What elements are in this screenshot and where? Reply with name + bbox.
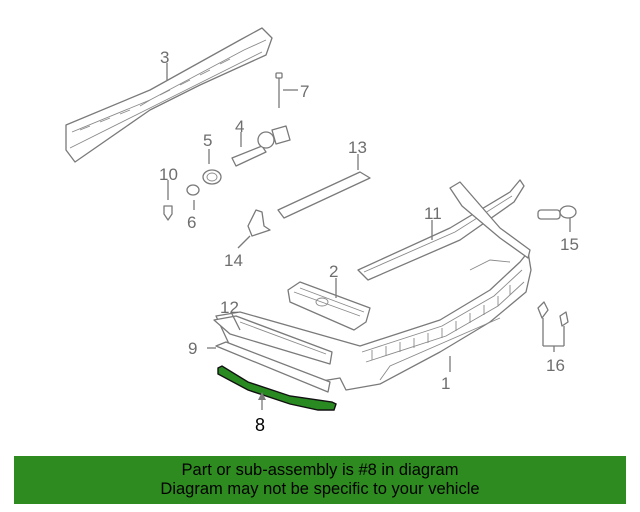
callout-15: 15 [560, 235, 579, 254]
callout-1: 1 [441, 374, 450, 393]
part-16-clips [537, 301, 569, 327]
part-5-ring [202, 169, 222, 185]
part-8-highlighted-strip [217, 365, 337, 411]
part-2-absorber [287, 281, 371, 331]
callout-4: 4 [235, 117, 244, 136]
callout-14: 14 [224, 251, 243, 270]
callout-3: 3 [160, 48, 169, 67]
banner-line-1: Part or sub-assembly is #8 in diagram [181, 461, 459, 479]
part-11-upper-cover [357, 179, 525, 281]
part-4-tow-eye [231, 125, 291, 167]
part-6-plug [186, 184, 200, 196]
part-3-step-pad [65, 27, 273, 163]
part-14-bracket [247, 209, 271, 237]
parts-diagram: 3 7 4 5 10 6 13 14 [65, 27, 579, 435]
part-10-clip [163, 205, 173, 221]
callout-7: 7 [300, 82, 309, 101]
part-9-lower-trim [215, 341, 331, 393]
banner-line-2: Diagram may not be specific to your vehi… [160, 480, 480, 498]
part-13-molding [277, 171, 371, 219]
part-12-molding [213, 315, 333, 365]
callout-9: 9 [188, 339, 197, 358]
callout-5: 5 [203, 131, 212, 150]
callout-6: 6 [187, 213, 196, 232]
callout-13: 13 [348, 138, 367, 157]
callout-2: 2 [329, 262, 338, 281]
info-banner: Part or sub-assembly is #8 in diagram Di… [14, 456, 626, 504]
part-7-bolt [275, 72, 283, 108]
callout-8: 8 [255, 415, 265, 435]
part-1-bumper-cover [215, 181, 532, 391]
callout-11: 11 [424, 204, 442, 223]
callout-12: 12 [220, 298, 239, 317]
callout-10: 10 [159, 165, 178, 184]
part-15-tow-eye [537, 205, 577, 220]
callout-16: 16 [546, 356, 565, 375]
